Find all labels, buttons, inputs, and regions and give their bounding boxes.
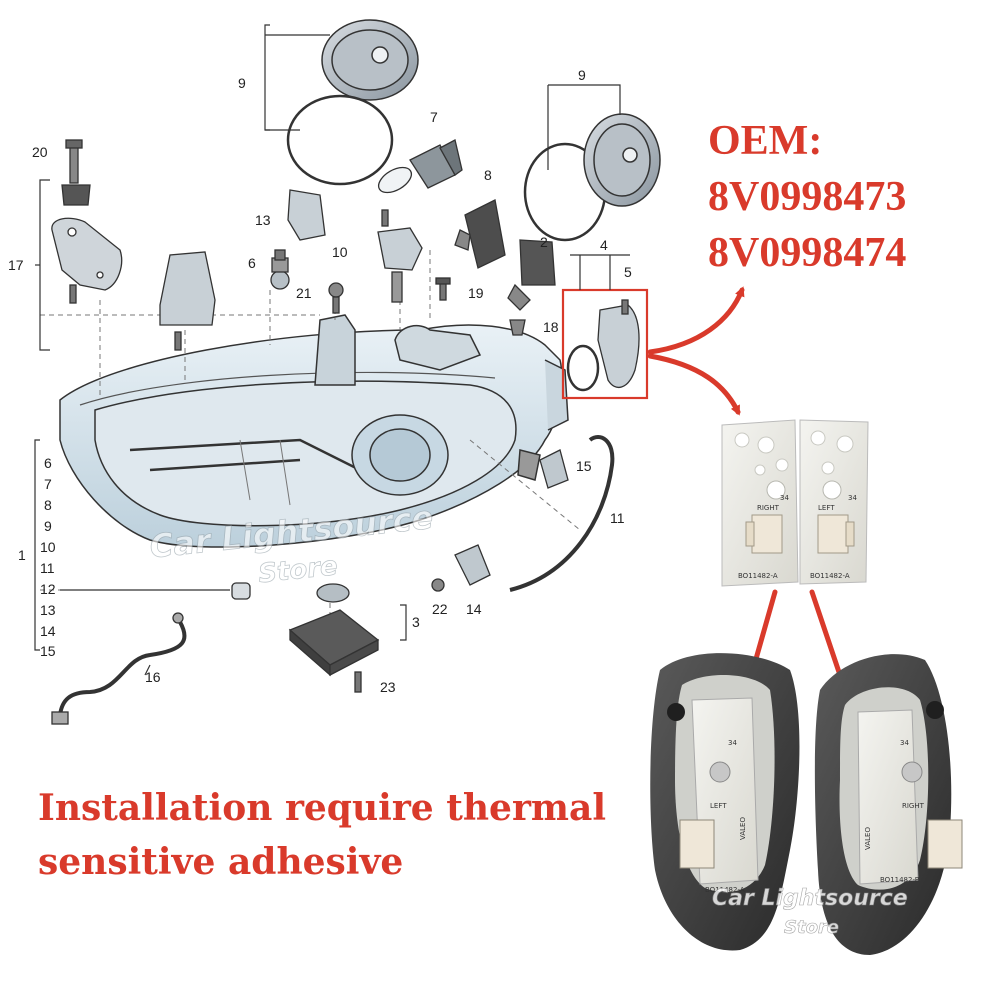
- callout-list-11: 11: [40, 560, 55, 576]
- callout-21: 21: [296, 285, 312, 301]
- pcb-left: RIGHT 34 BO11482-A: [721, 419, 799, 587]
- highlight-box: [561, 288, 649, 400]
- callout-20: 20: [32, 144, 48, 160]
- callout-1: 1: [18, 547, 26, 563]
- led-module-callout: [561, 288, 649, 400]
- module-left: 34 LEFT VALEO BO11482-A: [650, 653, 800, 951]
- oem-number-2: 8V0998474: [708, 230, 907, 276]
- svg-text:LEFT: LEFT: [818, 504, 835, 512]
- callout-22: 22: [432, 601, 448, 617]
- svg-text:VALEO: VALEO: [739, 817, 747, 840]
- callout-list-10: 10: [40, 539, 56, 555]
- bulb: [377, 139, 463, 194]
- callout-15: 15: [576, 458, 592, 474]
- callout-4: 4: [600, 237, 608, 253]
- callout-16: 16: [145, 669, 161, 685]
- top-mount: [314, 314, 356, 386]
- level-motor: [454, 199, 506, 269]
- callout-list-7: 7: [44, 476, 52, 492]
- callout-11: 11: [610, 510, 625, 526]
- pcb-pair: RIGHT 34 BO11482-A LEFT 34 BO11482-A: [721, 419, 869, 587]
- callout-list-6: 6: [44, 455, 52, 471]
- svg-text:BO11482-A: BO11482-A: [810, 572, 850, 580]
- callout-list-13: 13: [40, 602, 56, 618]
- callout-17: 17: [8, 257, 24, 273]
- callout-10: 10: [332, 244, 348, 260]
- arrow-to-pcb: [647, 353, 741, 416]
- small-parts-right: [431, 435, 615, 592]
- pcb-right: LEFT 34 BO11482-A: [799, 419, 869, 585]
- module-photos: 34 LEFT VALEO BO11482-A 34 RIGHT VALEO B…: [650, 653, 963, 955]
- part-callouts: 9 20 17 13 6 7 8 10 21 19 2 4 5 18 9 1 6…: [8, 67, 632, 695]
- headlamp-diagram: [40, 250, 581, 620]
- install-note-line-2: sensitive adhesive: [38, 841, 404, 883]
- callout-23: 23: [380, 679, 396, 695]
- watermark-lower: Car Lightsource Store: [712, 886, 908, 939]
- callout-9-top: 9: [238, 75, 246, 91]
- callout-3: 3: [412, 614, 420, 630]
- svg-text:VALEO: VALEO: [864, 827, 872, 850]
- bottom-parts: [51, 582, 380, 725]
- callout-13: 13: [255, 212, 271, 228]
- svg-text:34: 34: [848, 494, 857, 502]
- cover-cap-right: [523, 113, 661, 242]
- svg-text:34: 34: [780, 494, 789, 502]
- oem-title: OEM:: [708, 118, 823, 164]
- callout-18: 18: [543, 319, 559, 335]
- callout-14: 14: [466, 601, 482, 617]
- svg-text:Store: Store: [784, 917, 839, 938]
- callout-list-14: 14: [40, 623, 56, 639]
- svg-text:34: 34: [728, 739, 737, 747]
- svg-text:BO11482-A: BO11482-A: [705, 886, 745, 894]
- module-right: 34 RIGHT VALEO BO11482-B: [814, 654, 963, 955]
- callout-2: 2: [540, 234, 548, 250]
- arrow-to-oem: [647, 286, 745, 355]
- callout-9-right: 9: [578, 67, 586, 83]
- callout-list-15: 15: [40, 643, 56, 659]
- callout-8: 8: [484, 167, 492, 183]
- callout-6: 6: [248, 255, 256, 271]
- cover-cap-top: [286, 19, 419, 186]
- callout-19: 19: [468, 285, 484, 301]
- svg-text:BO11482-B: BO11482-B: [880, 876, 920, 884]
- svg-text:BO11482-A: BO11482-A: [738, 572, 778, 580]
- install-note-line-1: Installation require thermal: [38, 787, 607, 829]
- callout-list-8: 8: [44, 497, 52, 513]
- svg-text:34: 34: [900, 739, 909, 747]
- callout-list-9: 9: [44, 518, 52, 534]
- svg-text:LEFT: LEFT: [710, 802, 727, 810]
- svg-text:RIGHT: RIGHT: [757, 504, 780, 512]
- bracket-parts: [51, 139, 556, 351]
- svg-text:Store: Store: [257, 551, 339, 589]
- leader-lines: [34, 24, 630, 676]
- callout-7: 7: [430, 109, 438, 125]
- svg-text:RIGHT: RIGHT: [902, 802, 925, 810]
- svg-text:Car Lightsource: Car Lightsource: [712, 886, 908, 911]
- callout-list-12: 12: [40, 581, 56, 597]
- oem-number-1: 8V0998473: [708, 174, 907, 220]
- callout-5: 5: [624, 264, 632, 280]
